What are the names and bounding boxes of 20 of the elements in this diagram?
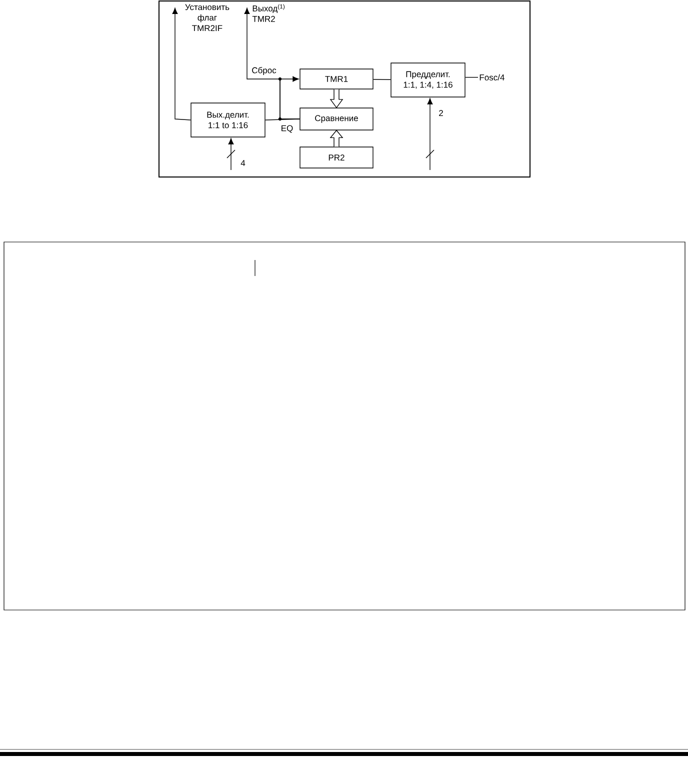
block-box: Сравнение bbox=[300, 108, 374, 130]
signal-label: Установить флаг TMR2IF bbox=[185, 4, 230, 32]
block-box: Предделит. 1:1, 1:4, 1:16 bbox=[390, 62, 466, 98]
block-box: TMR1 bbox=[300, 68, 374, 90]
connector-line bbox=[373, 79, 391, 80]
edge-label: 2 bbox=[439, 110, 443, 116]
edge-label: 4 bbox=[240, 160, 246, 166]
signal-label: Выход$^{(1)}$ TMR2 bbox=[252, 4, 285, 22]
arrow bbox=[244, 8, 300, 120]
arrow bbox=[172, 8, 191, 120]
edge-label: Сброс bbox=[252, 67, 276, 75]
hollow-arrow bbox=[330, 89, 344, 108]
arrow bbox=[427, 98, 433, 170]
arrow bbox=[228, 138, 234, 170]
signal-label: Fosc/4 bbox=[480, 74, 504, 80]
block-box: PR2 bbox=[300, 146, 374, 168]
connector-line bbox=[465, 76, 478, 78]
hollow-arrow bbox=[330, 130, 344, 147]
block-box: Вых.делит. 1:1 to 1:16 bbox=[190, 102, 266, 138]
edge-label: EQ bbox=[282, 125, 293, 133]
